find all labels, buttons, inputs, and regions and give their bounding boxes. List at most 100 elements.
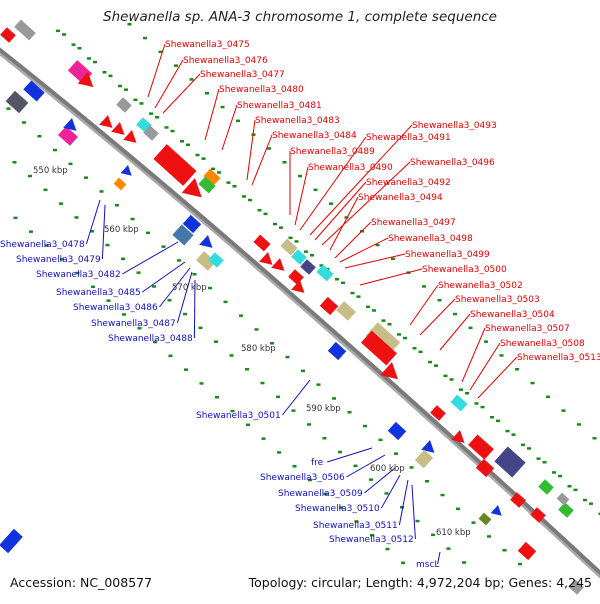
tick-mark — [100, 190, 104, 193]
tick-mark — [388, 323, 392, 326]
tick-mark — [515, 368, 519, 371]
tick-mark — [53, 149, 57, 152]
gene-label-blue: Shewanella3_0478 — [0, 240, 85, 250]
leader-line — [381, 475, 400, 508]
tick-mark — [211, 168, 215, 171]
tick-mark — [152, 285, 156, 288]
tick-mark — [262, 437, 266, 440]
gene-arrow — [491, 505, 506, 520]
tick-mark — [379, 439, 383, 442]
tick-mark — [391, 258, 395, 261]
tick-mark — [261, 382, 265, 385]
tick-mark — [410, 466, 414, 469]
gene-block — [320, 297, 338, 315]
leader-line — [420, 299, 455, 335]
tick-mark — [469, 327, 473, 330]
gene-block — [415, 450, 433, 468]
tick-mark — [184, 368, 188, 371]
tick-mark — [273, 223, 277, 226]
gene-label-red: Shewanella3_0499 — [405, 250, 490, 260]
leader-line — [360, 269, 422, 285]
tick-mark — [434, 364, 438, 367]
topology-text: Topology: circular; Length: 4,972,204 bp… — [249, 575, 592, 590]
tick-mark — [227, 181, 231, 184]
tick-mark — [335, 278, 339, 281]
tick-mark — [369, 478, 373, 481]
gene-label-red: Shewanella3_0500 — [422, 265, 507, 275]
gene-block — [0, 529, 23, 553]
gene-label-red: Shewanella3_0507 — [485, 324, 570, 334]
tick-mark — [283, 161, 287, 164]
gene-arrow — [121, 165, 136, 180]
tick-mark — [149, 112, 153, 115]
tick-mark — [496, 420, 500, 423]
tick-mark — [165, 126, 169, 129]
gene-block — [518, 542, 536, 560]
gene-block — [116, 97, 132, 112]
tick-mark — [338, 451, 342, 454]
tick-mark — [69, 163, 73, 166]
tick-mark — [217, 171, 221, 174]
tick-mark — [214, 340, 218, 343]
tick-mark — [174, 64, 178, 67]
tick-mark — [215, 396, 219, 399]
tick-mark — [190, 78, 194, 81]
gene-arrow — [199, 235, 217, 253]
leader-line — [163, 74, 200, 113]
tick-mark — [107, 299, 111, 302]
tick-mark — [329, 202, 333, 205]
tick-mark — [177, 259, 181, 262]
tick-mark — [401, 562, 405, 565]
tick-mark — [38, 135, 42, 138]
gene-label-red: Shewanella3_0503 — [455, 295, 540, 305]
tick-mark — [93, 61, 97, 64]
tick-mark — [106, 244, 110, 247]
leader-line — [470, 343, 500, 390]
leader-line — [345, 254, 405, 268]
tick-mark — [277, 451, 281, 454]
gene-label-red: Shewanella3_0498 — [388, 234, 473, 244]
leader-line — [252, 135, 272, 185]
tick-mark — [438, 299, 442, 302]
tick-mark — [224, 301, 228, 304]
tick-mark — [459, 388, 463, 391]
tick-mark — [87, 57, 91, 60]
tick-mark — [264, 213, 268, 216]
tick-mark — [121, 258, 125, 261]
map-title: Shewanella sp. ANA-3 chromosome 1, compl… — [0, 9, 600, 25]
gene-label-red: Shewanella3_0496 — [410, 158, 495, 168]
gene-block — [388, 422, 406, 440]
gene-label-red: Shewanella3_0493 — [412, 121, 497, 131]
gene-block — [558, 502, 574, 517]
gene-block — [0, 27, 16, 42]
tick-mark — [403, 337, 407, 340]
tick-mark — [124, 88, 128, 91]
tick-mark — [490, 416, 494, 419]
gene-label-red: Shewanella3_0513 — [517, 353, 600, 363]
tick-mark — [481, 406, 485, 409]
gene-label-red: Shewanella3_0504 — [470, 310, 555, 320]
tick-mark — [242, 195, 246, 198]
tick-mark — [279, 226, 283, 229]
gene-label-blue: Shewanella3_0487 — [91, 319, 176, 329]
tick-mark — [233, 185, 237, 188]
gene-label-red: Shewanella3_0481 — [237, 101, 322, 111]
gene-label-blue: fre — [311, 458, 324, 468]
tick-mark — [484, 340, 488, 343]
tick-mark — [75, 216, 79, 219]
tick-mark — [552, 471, 556, 474]
gene-label-blue: mscL — [416, 560, 439, 570]
gene-label-blue: Shewanella3_0512 — [329, 535, 414, 545]
tick-mark — [558, 475, 562, 478]
tick-mark — [44, 189, 48, 192]
tick-mark — [28, 175, 32, 178]
tick-mark — [202, 157, 206, 160]
tick-mark — [13, 161, 17, 164]
tick-mark — [543, 461, 547, 464]
tick-mark — [208, 287, 212, 290]
tick-mark — [419, 351, 423, 354]
gene-label-red: Shewanella3_0491 — [366, 133, 451, 143]
tick-mark — [239, 314, 243, 317]
tick-mark — [29, 230, 33, 233]
tick-mark — [568, 485, 572, 488]
